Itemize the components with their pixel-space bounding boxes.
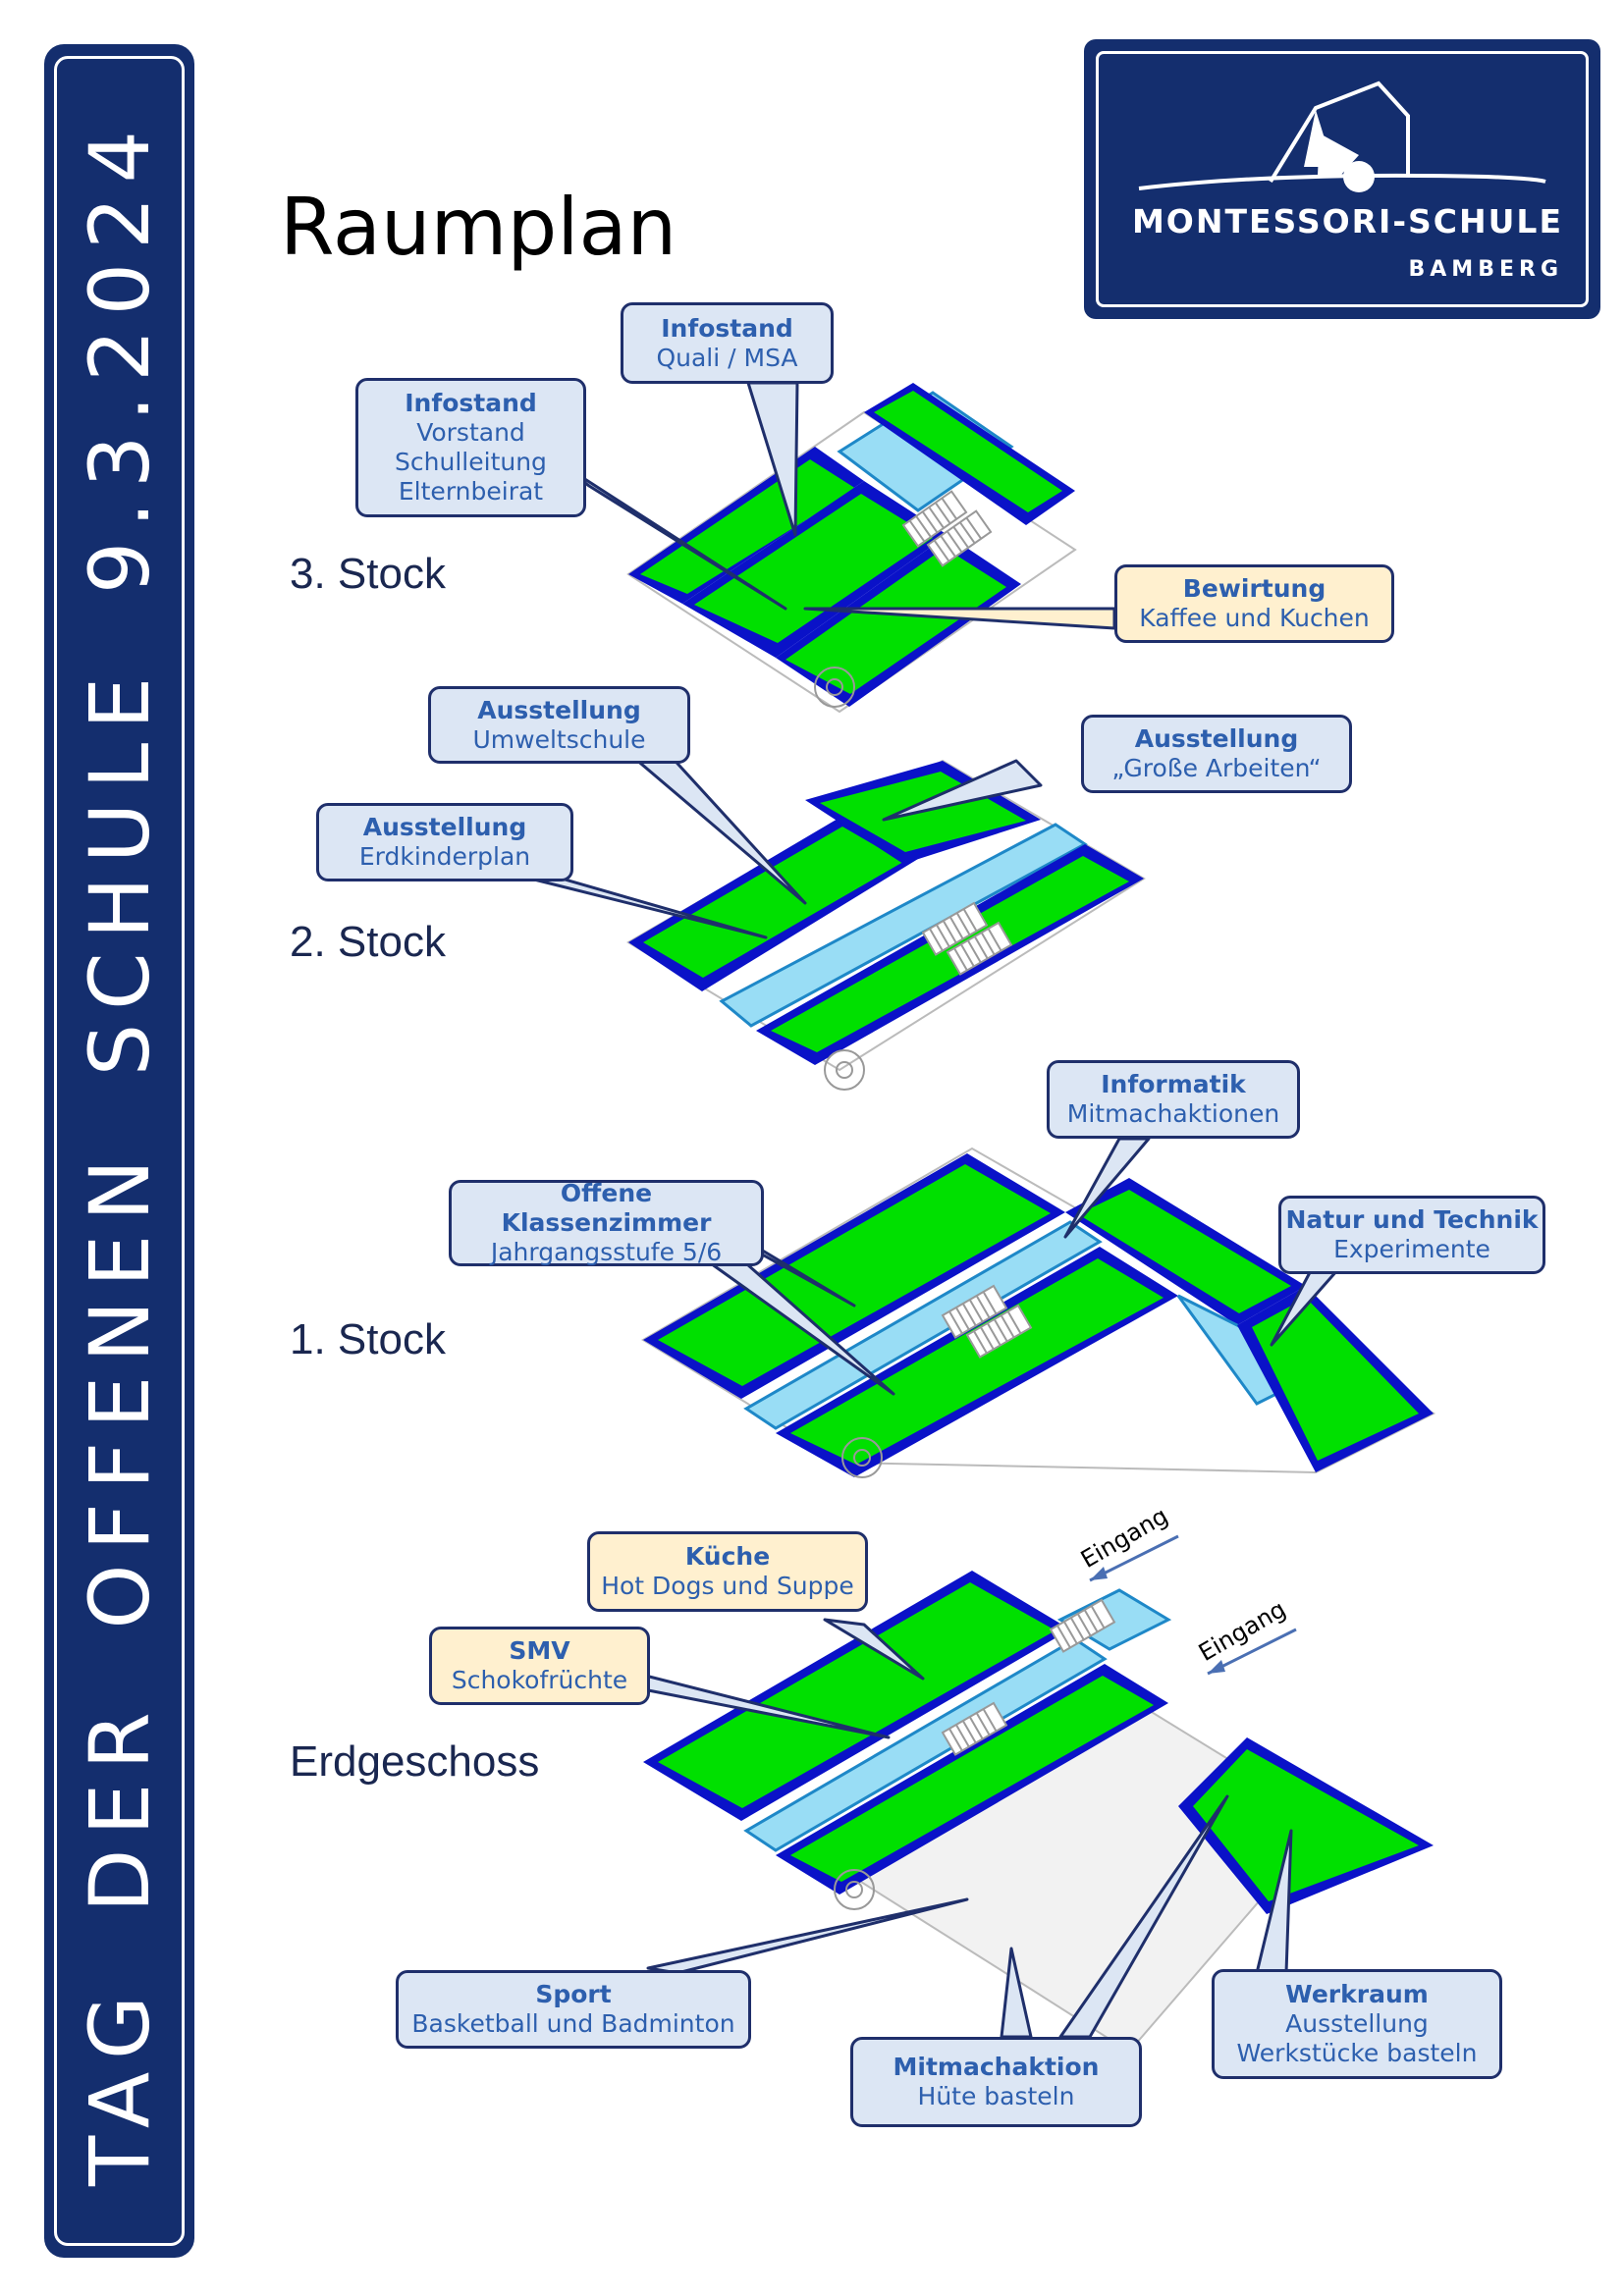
callout-title: Sport — [535, 1980, 612, 2008]
plan-1-stock — [641, 1147, 1436, 1478]
callout-smv: SMV Schokofrüchte — [429, 1627, 650, 1705]
callout-informatik: Informatik Mitmachaktionen — [1047, 1060, 1300, 1139]
callout-title: Natur und Technik — [1285, 1205, 1539, 1234]
callout-title: Küche — [684, 1542, 771, 1571]
callout-line: Umweltschule — [472, 724, 646, 754]
callout-title: Ausstellung — [1134, 724, 1299, 753]
callout-line: Mitmachaktionen — [1066, 1099, 1280, 1128]
logo-emblem-icon — [1138, 80, 1546, 192]
callout-line: Basketball und Badminton — [411, 2009, 735, 2038]
callout-title: Werkraum — [1285, 1980, 1429, 2008]
callout-title: Infostand — [661, 313, 793, 343]
page-title: Raumplan — [280, 182, 677, 273]
callout-line: Werkstücke basteln — [1236, 2039, 1478, 2067]
callout-line: Ausstellung — [1285, 2009, 1429, 2038]
callout-infostand-quali: Infostand Quali / MSA — [621, 302, 834, 384]
callout-sport: Sport Basketball und Badminton — [396, 1970, 751, 2049]
callout-line: Erdkinderplan — [358, 842, 531, 871]
callout-title: Mitmachaktion — [893, 2053, 1100, 2081]
callout-line: Hüte basteln — [917, 2082, 1075, 2110]
callout-line: Hot Dogs und Suppe — [601, 1572, 854, 1600]
sidebar-banner: TAG DER OFFENEN SCHULE 9.3.2024 — [44, 44, 194, 2258]
callout-mitmachaktion: Mitmachaktion Hüte basteln — [850, 2037, 1142, 2127]
plan-erdgeschoss — [643, 1534, 1434, 2054]
plan-3-stock — [626, 383, 1077, 714]
floor-label-3: 3. Stock — [290, 550, 446, 598]
callout-line: Vorstand — [416, 418, 525, 447]
callout-line: Experimente — [1333, 1235, 1490, 1263]
floor-label-1: 1. Stock — [290, 1315, 446, 1363]
sidebar-frame — [54, 56, 185, 2246]
callout-infostand-vorstand: Infostand Vorstand Schulleitung Elternbe… — [355, 378, 586, 517]
logo-city: BAMBERG — [1408, 257, 1563, 282]
callout-grosse-arbeiten: Ausstellung „Große Arbeiten“ — [1081, 715, 1352, 793]
callout-line: Quali / MSA — [656, 343, 798, 372]
logo-school-name: MONTESSORI-SCHULE — [1131, 202, 1563, 240]
callout-title: Ausstellung — [362, 813, 527, 841]
callout-line: Schokofrüchte — [451, 1666, 628, 1694]
callout-line: Kaffee und Kuchen — [1139, 604, 1370, 632]
callout-title: Infostand — [405, 389, 537, 417]
callout-title: Offene Klassenzimmer — [501, 1179, 712, 1237]
callout-title: Bewirtung — [1182, 574, 1326, 603]
callout-bewirtung: Bewirtung Kaffee und Kuchen — [1114, 564, 1394, 643]
callout-offene-klassenzimmer: Offene Klassenzimmer Jahrgangsstufe 5/6 — [449, 1179, 764, 1266]
logo-frame — [1096, 51, 1589, 307]
callout-erdkinderplan: Ausstellung Erdkinderplan — [316, 803, 573, 881]
callout-umweltschule: Ausstellung Umweltschule — [428, 686, 690, 764]
callout-werkraum: Werkraum Ausstellung Werkstücke basteln — [1212, 1969, 1502, 2079]
callout-natur-technik: Natur und Technik Experimente — [1278, 1196, 1545, 1274]
callout-line: Jahrgangsstufe 5/6 — [490, 1238, 723, 1266]
callout-line: Schulleitung — [395, 448, 547, 476]
callout-title: SMV — [509, 1636, 570, 1665]
callout-line: „Große Arbeiten“ — [1111, 754, 1322, 782]
school-logo: MONTESSORI-SCHULE BAMBERG — [1084, 39, 1600, 319]
callout-title: Informatik — [1101, 1070, 1246, 1098]
floor-label-2: 2. Stock — [290, 918, 446, 966]
floor-label-eg: Erdgeschoss — [290, 1737, 540, 1786]
callout-title: Ausstellung — [477, 695, 641, 724]
callout-line: Elternbeirat — [398, 477, 544, 506]
callout-pointers — [509, 381, 1347, 2039]
callout-kueche: Küche Hot Dogs und Suppe — [587, 1531, 868, 1612]
